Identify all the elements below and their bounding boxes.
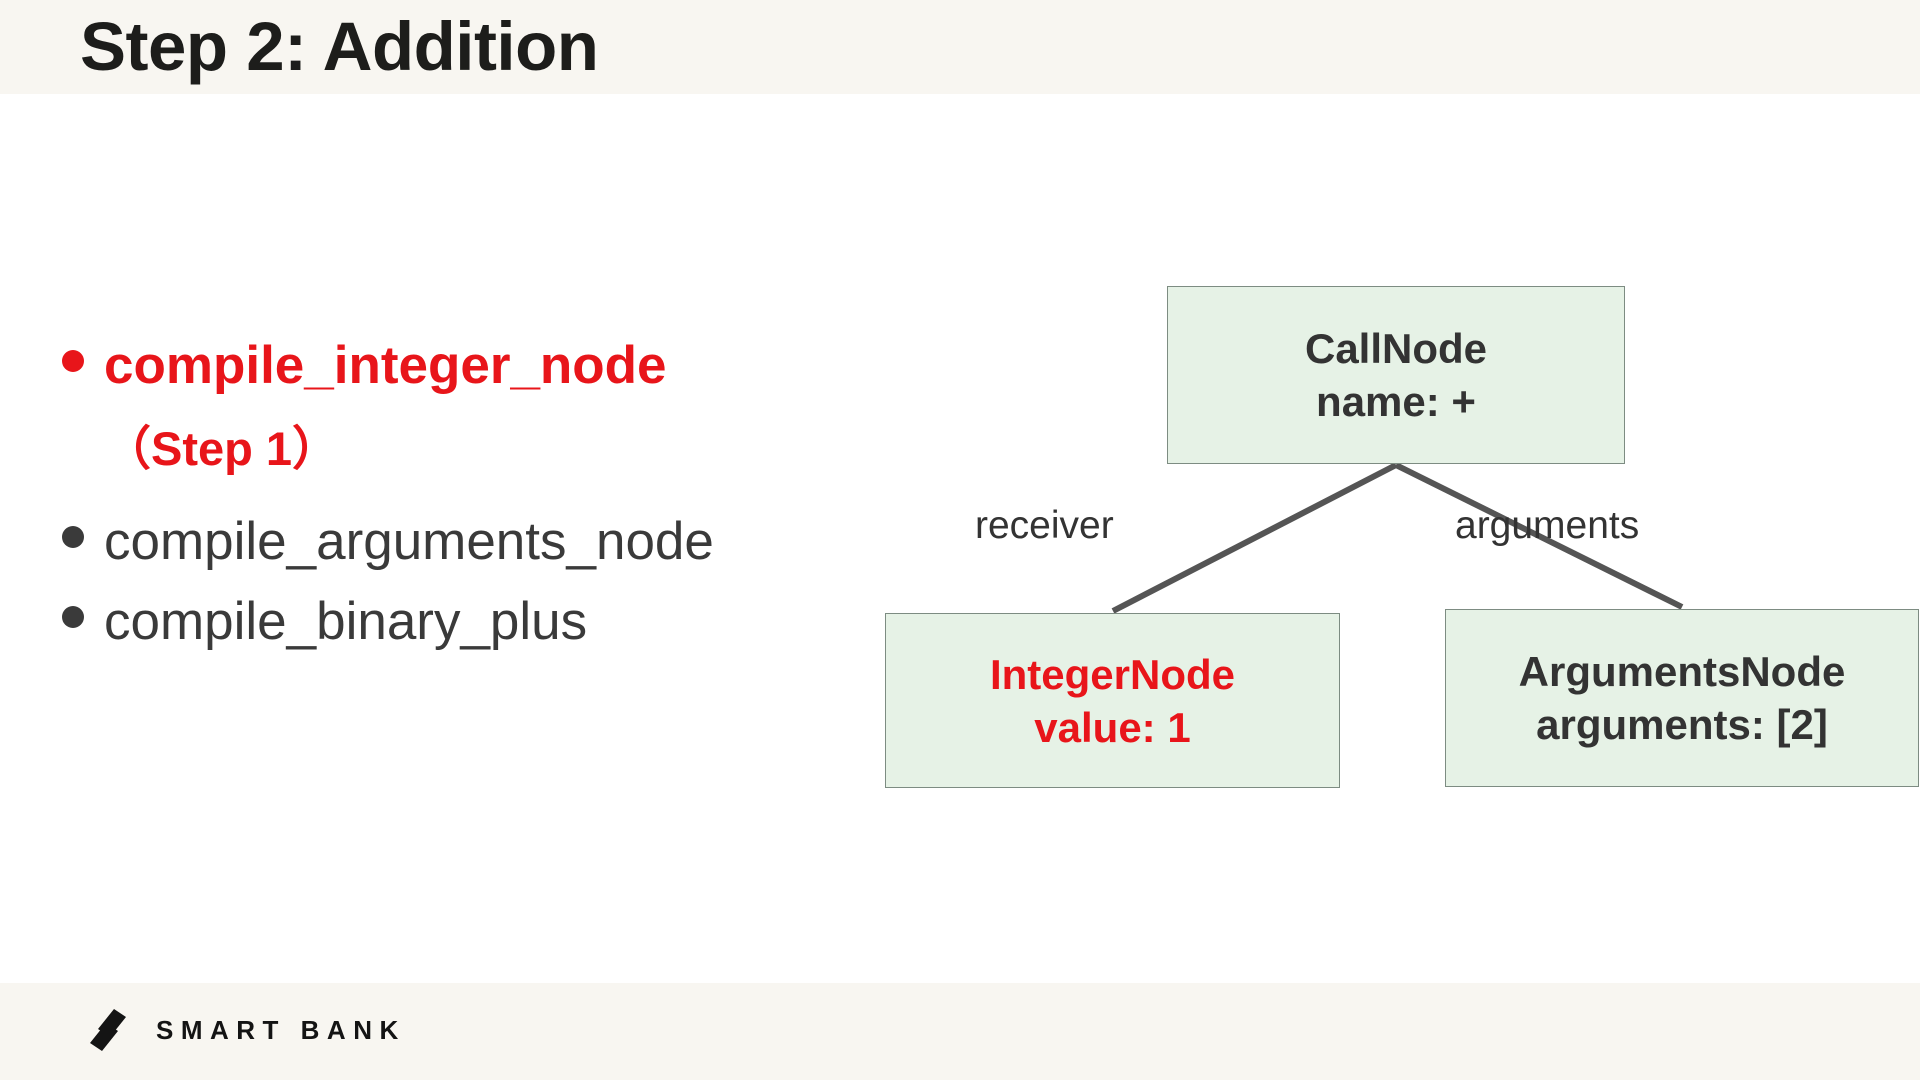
brand-name: SMART BANK: [156, 1014, 406, 1045]
node-title: CallNode: [1304, 325, 1488, 372]
node-detail: name: +: [1316, 378, 1476, 425]
node-call-node: CallNode name: +: [1167, 286, 1625, 464]
bullet-label: compile_integer_node: [104, 336, 667, 395]
edge-label-arguments: arguments: [1455, 504, 1640, 547]
node-title: IntegerNode: [989, 650, 1236, 698]
edge-arguments-line: [1394, 462, 1684, 610]
node-detail: value: 1: [1034, 703, 1191, 751]
node-arguments-node: ArgumentsNode arguments: [2]: [1445, 609, 1919, 787]
smartbank-mark-icon: [90, 1009, 126, 1051]
list-item: compile_arguments_node: [62, 506, 892, 578]
footer-band: [0, 983, 1920, 1080]
node-integer-node: IntegerNode value: 1: [885, 613, 1340, 788]
edge-label-receiver: receiver: [975, 504, 1114, 547]
ast-diagram: CallNode name: + receiver arguments Inte…: [860, 270, 1920, 830]
node-title: ArgumentsNode: [1518, 648, 1846, 695]
node-detail: arguments: [2]: [1536, 701, 1828, 748]
bullet-label: compile_arguments_node: [104, 512, 714, 571]
edge-receiver-line: [1111, 462, 1398, 614]
list-item: compile_binary_plus: [62, 586, 892, 658]
bullet-dot-icon: [62, 350, 84, 372]
list-item: compile_integer_node: [62, 330, 892, 402]
bullet-list: compile_integer_node （Step 1） compile_ar…: [62, 330, 892, 666]
diagram-edges: [1111, 462, 1684, 614]
sub-note: （Step 1）: [104, 422, 340, 475]
brand-logo: SMART BANK: [88, 1007, 406, 1053]
bullet-label: compile_binary_plus: [104, 592, 588, 651]
bullet-dot-icon: [62, 526, 84, 548]
header-band: [0, 0, 1920, 94]
page-title: Step 2: Addition: [80, 8, 599, 85]
bullet-dot-icon: [62, 606, 84, 628]
